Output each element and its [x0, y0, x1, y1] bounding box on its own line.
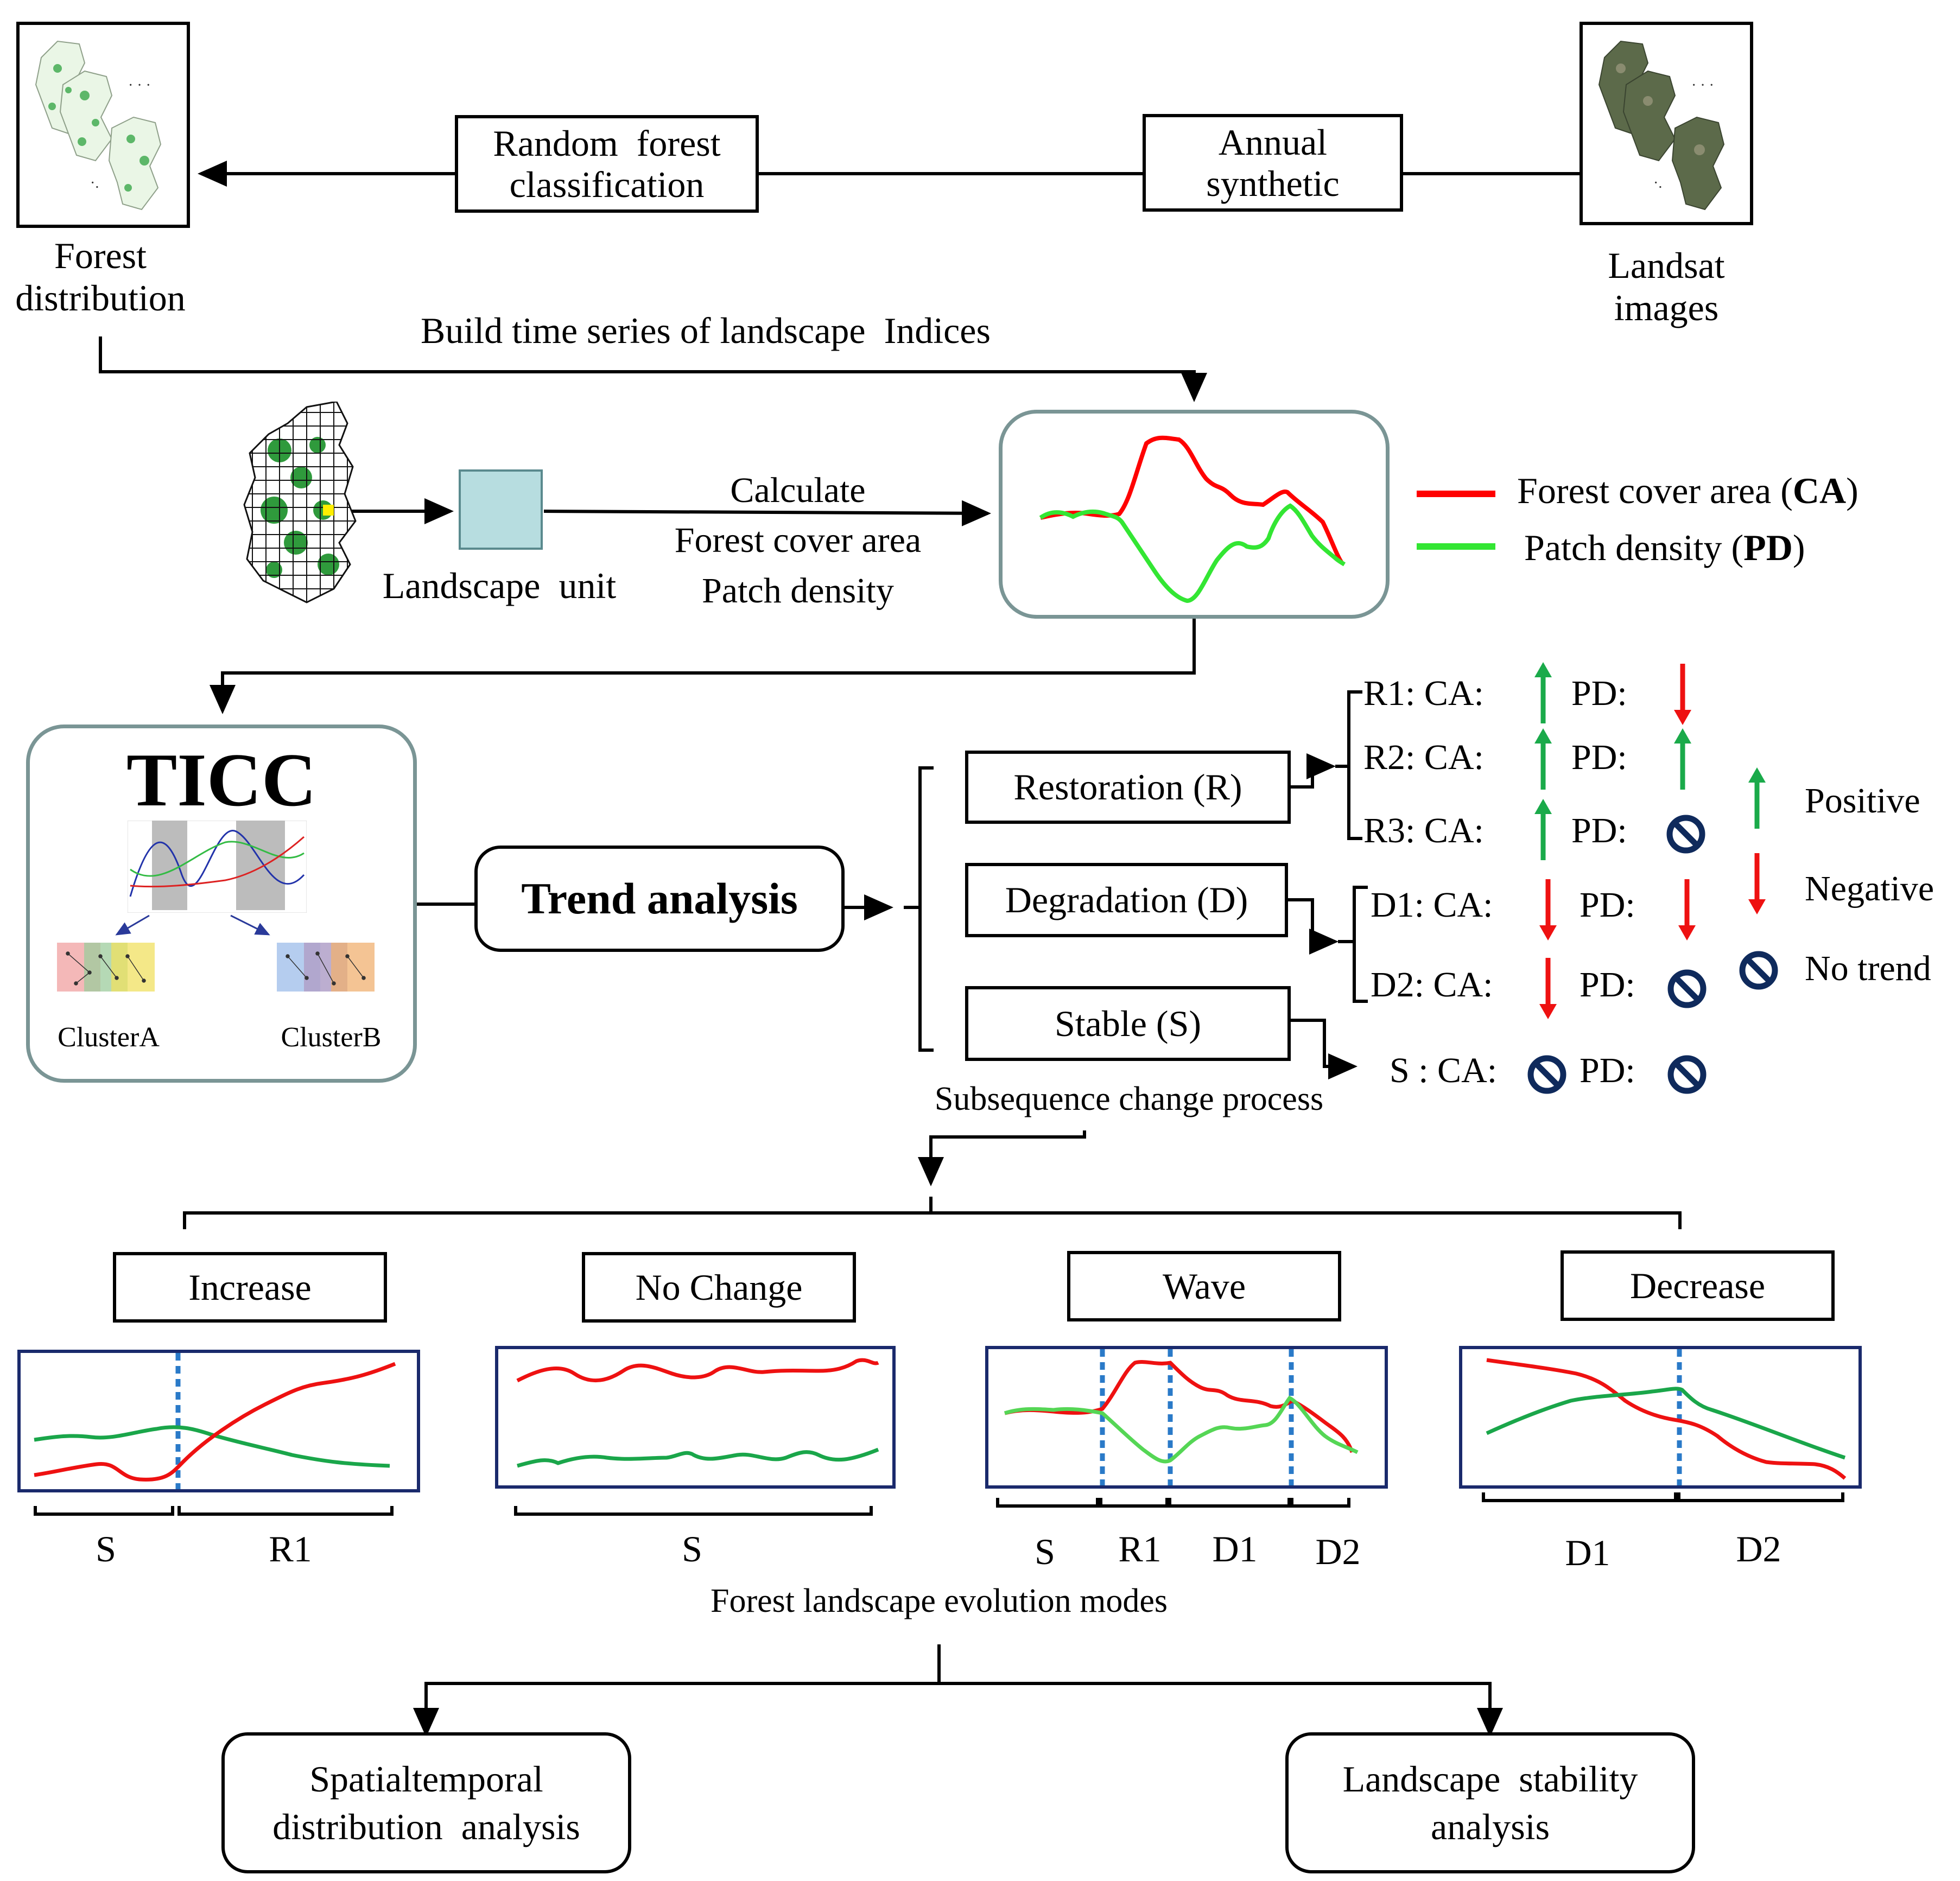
- no-change-seg-s: S: [682, 1528, 702, 1569]
- d1-ca-label: D1: CA:: [1371, 885, 1493, 925]
- spatiotemporal-analysis-box: Spatialtemporal distribution analysis: [221, 1732, 631, 1873]
- indices-time-series-chart: [1039, 435, 1346, 603]
- r3-ca-label: R3: CA:: [1363, 811, 1484, 850]
- decrease-pd-line: [1486, 1387, 1846, 1460]
- stable-box: Stable (S): [965, 986, 1291, 1061]
- wave-seg-r1: R1: [1118, 1528, 1162, 1569]
- random-forest-box: Random forest classification: [455, 115, 759, 213]
- ticc-curves-icon: [128, 821, 307, 913]
- seg-bracket-wave-d2: [1290, 1498, 1350, 1508]
- legend-notrend-label: No trend: [1805, 949, 1931, 988]
- restoration-box: Restoration (R): [965, 751, 1291, 824]
- evolution-modes-caption: Forest landscape evolution modes: [711, 1583, 1168, 1619]
- arrow-outputs: [424, 1682, 1492, 1734]
- decrease-seg-d1: D1: [1565, 1532, 1610, 1573]
- legend-ca-label: Forest cover area (CA): [1517, 470, 1858, 511]
- wave-seg-s: S: [1035, 1531, 1055, 1572]
- decrease-chart: [1459, 1346, 1862, 1489]
- no-change-chart: [495, 1346, 896, 1489]
- increase-seg-s: S: [96, 1528, 116, 1569]
- arrow-restoration: [1291, 753, 1336, 789]
- r1-ca-label: R1: CA:: [1363, 673, 1484, 713]
- arrow-chart-ticc: [210, 619, 1196, 714]
- ticc-title: TICC: [126, 738, 317, 822]
- decrease-seg-d2: D2: [1736, 1528, 1781, 1569]
- s-pd-label: PD:: [1580, 1051, 1635, 1090]
- bracket-trend: [918, 766, 934, 1052]
- landsat-image: · · · ·.: [1580, 22, 1753, 225]
- satellite-image-icon: · · · ·.: [1598, 40, 1725, 211]
- svg-text:· · ·: · · ·: [128, 77, 151, 94]
- bracket-modes: [183, 1211, 1682, 1229]
- cluster-b-label: ClusterB: [281, 1022, 382, 1053]
- seg-bracket-increase-s: [34, 1506, 174, 1516]
- cluster-a-label: ClusterA: [58, 1022, 160, 1053]
- arrow-stable: [1291, 1019, 1358, 1079]
- legend-positive-label: Positive: [1805, 781, 1920, 821]
- legend-negative-label: Negative: [1805, 869, 1934, 908]
- wave-chart: [985, 1346, 1388, 1489]
- forest-distribution-label: Forest distribution: [15, 235, 186, 319]
- r3-pd-label: PD:: [1571, 811, 1627, 850]
- no-change-pd-line: [517, 1447, 879, 1468]
- legend-pd-label: Patch density (PD): [1524, 527, 1805, 568]
- seg-bracket-decrease-d2: [1677, 1492, 1844, 1502]
- ticc-panel: TICC ClusterA ClusterB: [26, 725, 417, 1083]
- d1-pd-label: PD:: [1580, 885, 1635, 925]
- indices-chart-panel: [999, 410, 1390, 619]
- pd-series-line: [1039, 503, 1346, 603]
- mode-no-change-box: No Change: [582, 1252, 856, 1323]
- bracket-r: [1347, 690, 1362, 840]
- svg-text:· · ·: · · ·: [1691, 77, 1714, 94]
- d2-ca-label: D2: CA:: [1371, 965, 1493, 1005]
- r2-pd-label: PD:: [1571, 738, 1627, 777]
- forest-map-icon: · · · ·.: [35, 40, 162, 211]
- forest-distribution-image: · · · ·.: [16, 22, 190, 228]
- wave-seg-d2: D2: [1315, 1531, 1361, 1572]
- decrease-ca-line: [1486, 1358, 1847, 1480]
- arrow-degradation: [1288, 898, 1339, 955]
- svg-text:·.: ·.: [90, 175, 99, 192]
- degradation-box: Degradation (D): [965, 863, 1288, 937]
- seg-bracket-decrease-d1: [1482, 1492, 1677, 1502]
- no-change-ca-line: [516, 1358, 879, 1383]
- svg-text:·.: ·.: [1653, 175, 1662, 192]
- arrow-subsequence: [918, 1130, 1086, 1186]
- seg-bracket-wave-s: [996, 1498, 1099, 1508]
- landsat-images-label: Landsat images: [1608, 245, 1725, 329]
- increase-chart: [17, 1350, 420, 1492]
- d2-pd-label: PD:: [1580, 965, 1635, 1005]
- mode-increase-box: Increase: [113, 1252, 387, 1323]
- landscape-unit-square: [459, 469, 543, 550]
- landscape-unit-label: Landscape unit: [382, 565, 617, 606]
- wave-pd-line: [1004, 1395, 1359, 1464]
- bracket-d: [1353, 886, 1368, 1003]
- r2-ca-label: R2: CA:: [1363, 738, 1484, 777]
- r1-pd-label: PD:: [1571, 673, 1627, 713]
- grid-map-icon: [243, 402, 357, 603]
- increase-pd-line: [34, 1425, 390, 1468]
- ticc-cluster-graphs-icon: [57, 914, 375, 992]
- arrow-unit-chart: [543, 500, 991, 526]
- seg-bracket-wave-d1: [1168, 1498, 1291, 1508]
- series-legend-swatches: [1417, 491, 1495, 550]
- increase-ca-line: [34, 1362, 396, 1482]
- stability-analysis-box: Landscape stability analysis: [1285, 1732, 1695, 1873]
- s-ca-label: S : CA:: [1390, 1051, 1498, 1090]
- trend-analysis-box: Trend analysis: [474, 846, 845, 952]
- mode-decrease-box: Decrease: [1561, 1250, 1835, 1321]
- subsequence-label: Subsequence change process: [934, 1081, 1324, 1117]
- seg-bracket-nochange-s: [514, 1506, 873, 1516]
- seg-bracket-increase-r1: [177, 1506, 394, 1516]
- mode-wave-box: Wave: [1067, 1251, 1341, 1321]
- build-series-label: Build time series of landscape Indices: [421, 310, 991, 351]
- arrow-build-series: [99, 336, 1207, 402]
- seg-bracket-wave-r1: [1099, 1498, 1169, 1508]
- calculate-label: Calculate Forest cover area Patch densit…: [674, 471, 922, 611]
- increase-seg-r1: R1: [269, 1528, 312, 1569]
- ca-series-line: [1040, 435, 1344, 564]
- annual-synthetic-box: Annual synthetic: [1143, 114, 1403, 212]
- wave-seg-d1: D1: [1212, 1528, 1258, 1569]
